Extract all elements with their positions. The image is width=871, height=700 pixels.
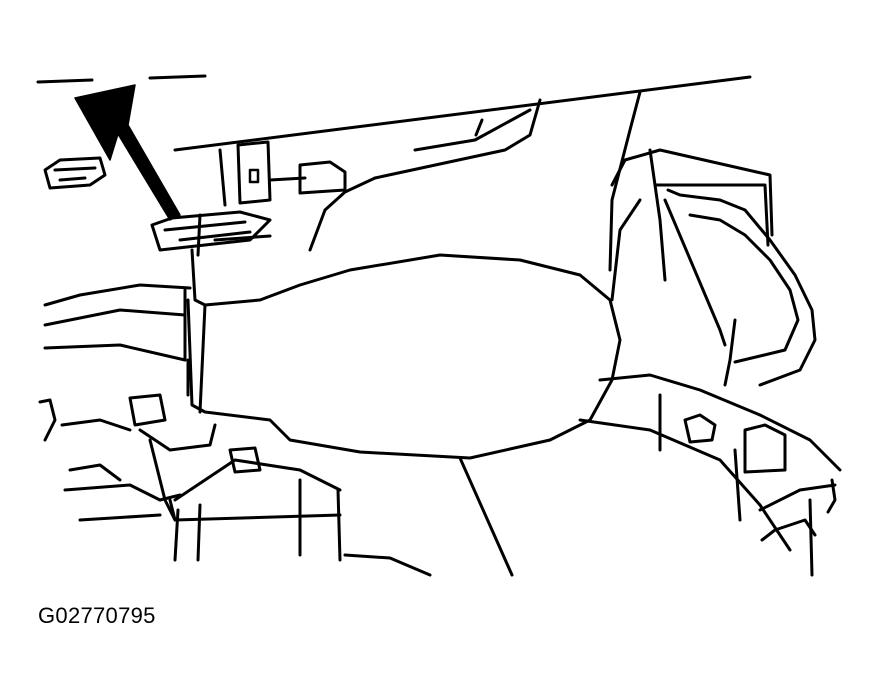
figure-id-label: G02770795: [38, 603, 156, 628]
lower-right-components: [578, 373, 842, 577]
lower-left-components: [38, 393, 432, 577]
clip-bracket: [150, 210, 272, 257]
pointer-arrow-icon: [74, 84, 181, 221]
top-panel-lines: [36, 74, 752, 152]
air-cleaner-body: [186, 248, 622, 577]
upper-left-bracket: [43, 156, 107, 190]
left-duct-tubes: [43, 283, 192, 397]
right-hose-assembly: [610, 148, 817, 387]
